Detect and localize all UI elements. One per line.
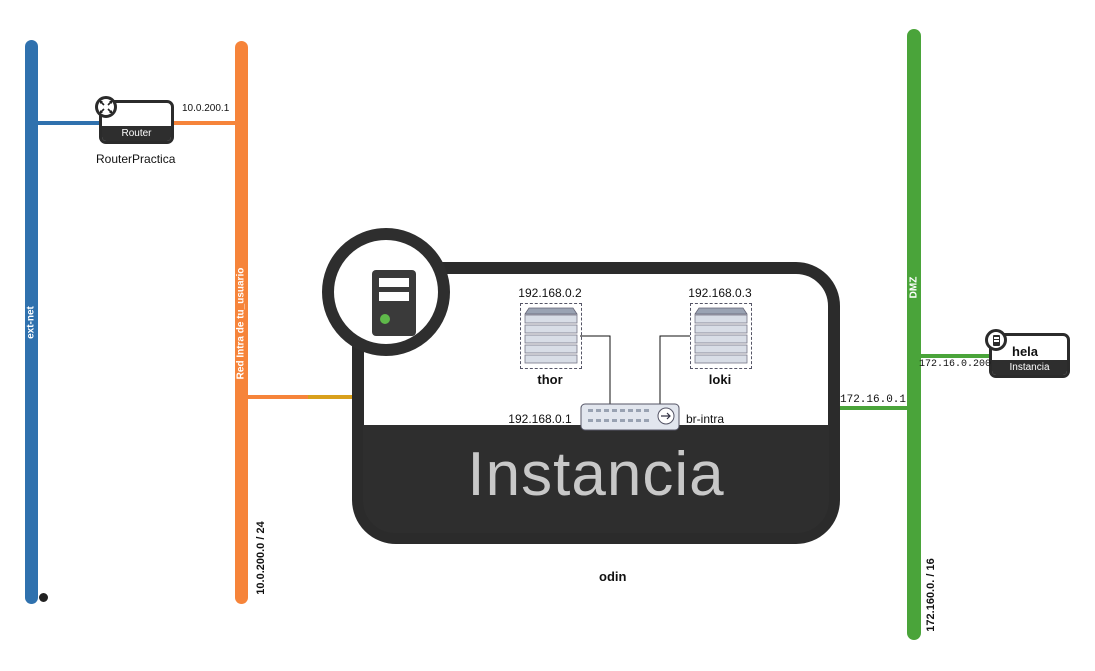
router-name[interactable]: RouterPractica [96, 152, 176, 166]
hela-name[interactable]: hela [1012, 344, 1039, 359]
dmz-net-bar[interactable] [907, 29, 921, 640]
router-ip: 10.0.200.1 [182, 103, 230, 114]
intra-net-label: Red Intra de tu_usuario [235, 267, 247, 380]
link-ext-router [38, 121, 102, 125]
server-icon [322, 228, 450, 356]
odin-dmz-ip: 172.16.0.1 [840, 394, 907, 406]
hela-server-icon [985, 329, 1007, 351]
link-intra-odin [248, 395, 308, 399]
hela-type-label: Instancia [992, 360, 1067, 375]
odin-type-footer: Instancia [363, 425, 829, 533]
intra-net-bar[interactable] [235, 41, 248, 604]
intra-net-cidr: 10.0.200.0 / 24 [255, 521, 267, 595]
link-odin-dmz [838, 406, 908, 410]
loki-rack-server-icon [690, 303, 752, 369]
link-odin-stub [308, 395, 352, 399]
ext-net-bar[interactable] [25, 40, 38, 604]
ext-net-label: ext-net [25, 306, 37, 339]
bridge-ip: 192.168.0.1 [508, 412, 572, 426]
thor-ip: 192.168.0.2 [518, 286, 582, 300]
router-icon [95, 96, 117, 118]
link-router-intra [172, 121, 236, 125]
odin-name[interactable]: odin [599, 569, 627, 584]
router-type-label: Router [102, 126, 171, 141]
loki-ip: 192.168.0.3 [688, 286, 752, 300]
dmz-net-label: DMZ [908, 276, 920, 299]
thor-name[interactable]: thor [537, 372, 563, 387]
dmz-net-cidr: 172.160.0. / 16 [925, 558, 937, 632]
globe-icon [38, 592, 49, 603]
hela-ip: 172.16.0.200 [919, 359, 992, 370]
loki-name[interactable]: loki [708, 372, 732, 387]
router-node[interactable]: Router [99, 100, 174, 144]
link-dmz-hela [921, 354, 989, 358]
thor-rack-server-icon [520, 303, 582, 369]
odin-type-label: Instancia [467, 440, 725, 509]
bridge-name[interactable]: br-intra [686, 412, 725, 426]
bridge-switch-icon [580, 403, 680, 431]
